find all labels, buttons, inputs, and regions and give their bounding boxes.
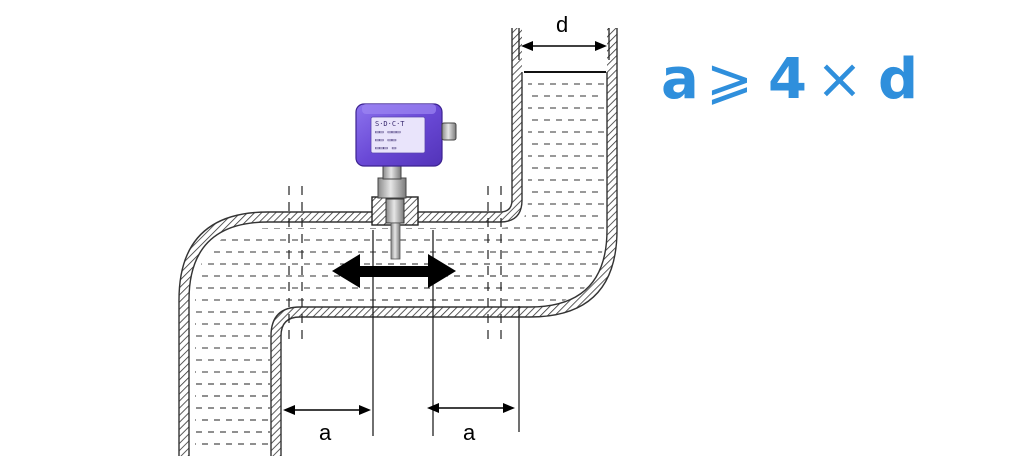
sensor-label-plate xyxy=(370,116,426,154)
sensor-label-line-0: S·D·C·T xyxy=(375,120,405,128)
formula: a ⩾ 4 × d xyxy=(661,47,918,112)
dimension-a-upstream xyxy=(283,405,371,415)
downstream-distance-label: a xyxy=(463,420,476,445)
formula-times: × xyxy=(816,47,863,112)
upstream-distance-label: a xyxy=(319,420,332,445)
formula-rhs: d xyxy=(878,47,918,112)
straight-run-markers xyxy=(288,186,502,340)
pipe-inner-wall xyxy=(271,28,617,456)
formula-relation: ⩾ xyxy=(706,47,753,112)
diameter-label: d xyxy=(556,12,568,37)
sensor-label-line-3: ▭▭▭ ▭ xyxy=(375,144,396,152)
sensor-cable-gland xyxy=(441,122,457,141)
formula-factor: 4 xyxy=(768,47,807,112)
sensor-label-line-1: ▭▭ ▭▭▭ xyxy=(375,128,400,136)
double-arrow-icon xyxy=(332,254,456,288)
formula-lhs: a xyxy=(661,47,699,112)
dimension-d xyxy=(521,41,607,51)
dimension-a-downstream xyxy=(427,403,515,413)
extension-lines xyxy=(372,28,610,436)
sensor-neck xyxy=(377,177,407,199)
pipe xyxy=(178,28,618,456)
pipe-outer-wall xyxy=(179,28,522,456)
flow-sensor: S·D·C·T ▭▭ ▭▭▭ ▭▭ ▭▭ ▭▭▭ ▭ xyxy=(355,103,457,260)
sensor-probe xyxy=(390,222,401,260)
sensor-label-line-2: ▭▭ ▭▭ xyxy=(375,136,396,144)
